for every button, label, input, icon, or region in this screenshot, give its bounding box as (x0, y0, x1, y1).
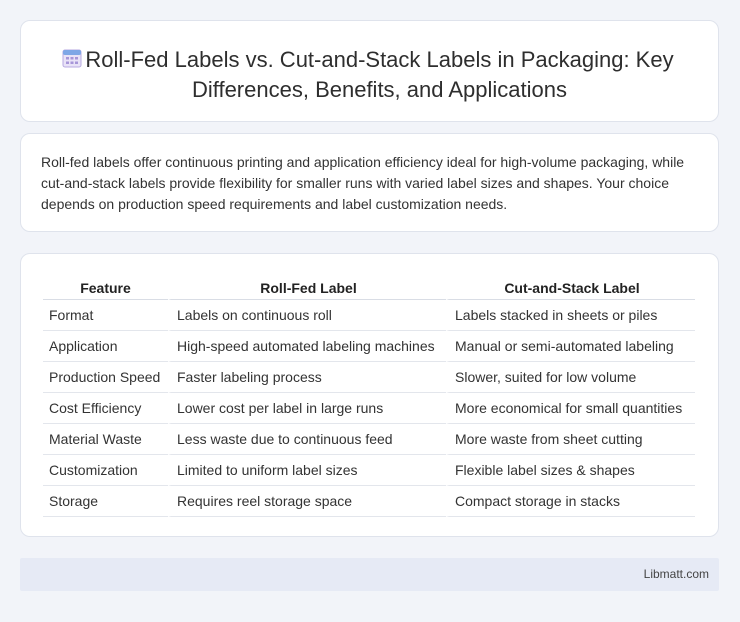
comparison-table: Feature Roll-Fed Label Cut-and-Stack Lab… (43, 275, 695, 517)
table-row: Cost Efficiency Lower cost per label in … (43, 393, 695, 424)
cut-and-stack-cell: More waste from sheet cutting (446, 424, 695, 455)
title-card: Roll-Fed Labels vs. Cut-and-Stack Labels… (20, 20, 719, 122)
summary-card: Roll-fed labels offer continuous printin… (20, 133, 719, 232)
feature-cell: Storage (43, 486, 168, 517)
footer-brand[interactable]: Libmatt.com (643, 567, 709, 581)
cut-and-stack-cell: Manual or semi-automated labeling (446, 331, 695, 362)
column-header-cut-and-stack: Cut-and-Stack Label (446, 275, 695, 300)
table-row: Customization Limited to uniform label s… (43, 455, 695, 486)
page-title: Roll-Fed Labels vs. Cut-and-Stack Labels… (85, 47, 674, 102)
roll-fed-cell: Requires reel storage space (168, 486, 446, 517)
table-header-row: Feature Roll-Fed Label Cut-and-Stack Lab… (43, 275, 695, 300)
calendar-icon (62, 49, 82, 68)
roll-fed-cell: Less waste due to continuous feed (168, 424, 446, 455)
table-row: Storage Requires reel storage space Comp… (43, 486, 695, 517)
cut-and-stack-cell: Labels stacked in sheets or piles (446, 300, 695, 331)
roll-fed-cell: Faster labeling process (168, 362, 446, 393)
summary-text: Roll-fed labels offer continuous printin… (41, 154, 685, 212)
roll-fed-cell: Limited to uniform label sizes (168, 455, 446, 486)
roll-fed-cell: Lower cost per label in large runs (168, 393, 446, 424)
table-card: Feature Roll-Fed Label Cut-and-Stack Lab… (20, 253, 719, 537)
cut-and-stack-cell: Slower, suited for low volume (446, 362, 695, 393)
table-row: Format Labels on continuous roll Labels … (43, 300, 695, 331)
table-row: Application High-speed automated labelin… (43, 331, 695, 362)
footer: Libmatt.com (20, 558, 719, 591)
feature-cell: Production Speed (43, 362, 168, 393)
column-header-feature: Feature (43, 275, 168, 300)
table-row: Production Speed Faster labeling process… (43, 362, 695, 393)
cut-and-stack-cell: More economical for small quantities (446, 393, 695, 424)
feature-cell: Customization (43, 455, 168, 486)
roll-fed-cell: Labels on continuous roll (168, 300, 446, 331)
feature-cell: Application (43, 331, 168, 362)
feature-cell: Cost Efficiency (43, 393, 168, 424)
table-row: Material Waste Less waste due to continu… (43, 424, 695, 455)
feature-cell: Material Waste (43, 424, 168, 455)
column-header-roll-fed: Roll-Fed Label (168, 275, 446, 300)
cut-and-stack-cell: Compact storage in stacks (446, 486, 695, 517)
roll-fed-cell: High-speed automated labeling machines (168, 331, 446, 362)
feature-cell: Format (43, 300, 168, 331)
cut-and-stack-cell: Flexible label sizes & shapes (446, 455, 695, 486)
